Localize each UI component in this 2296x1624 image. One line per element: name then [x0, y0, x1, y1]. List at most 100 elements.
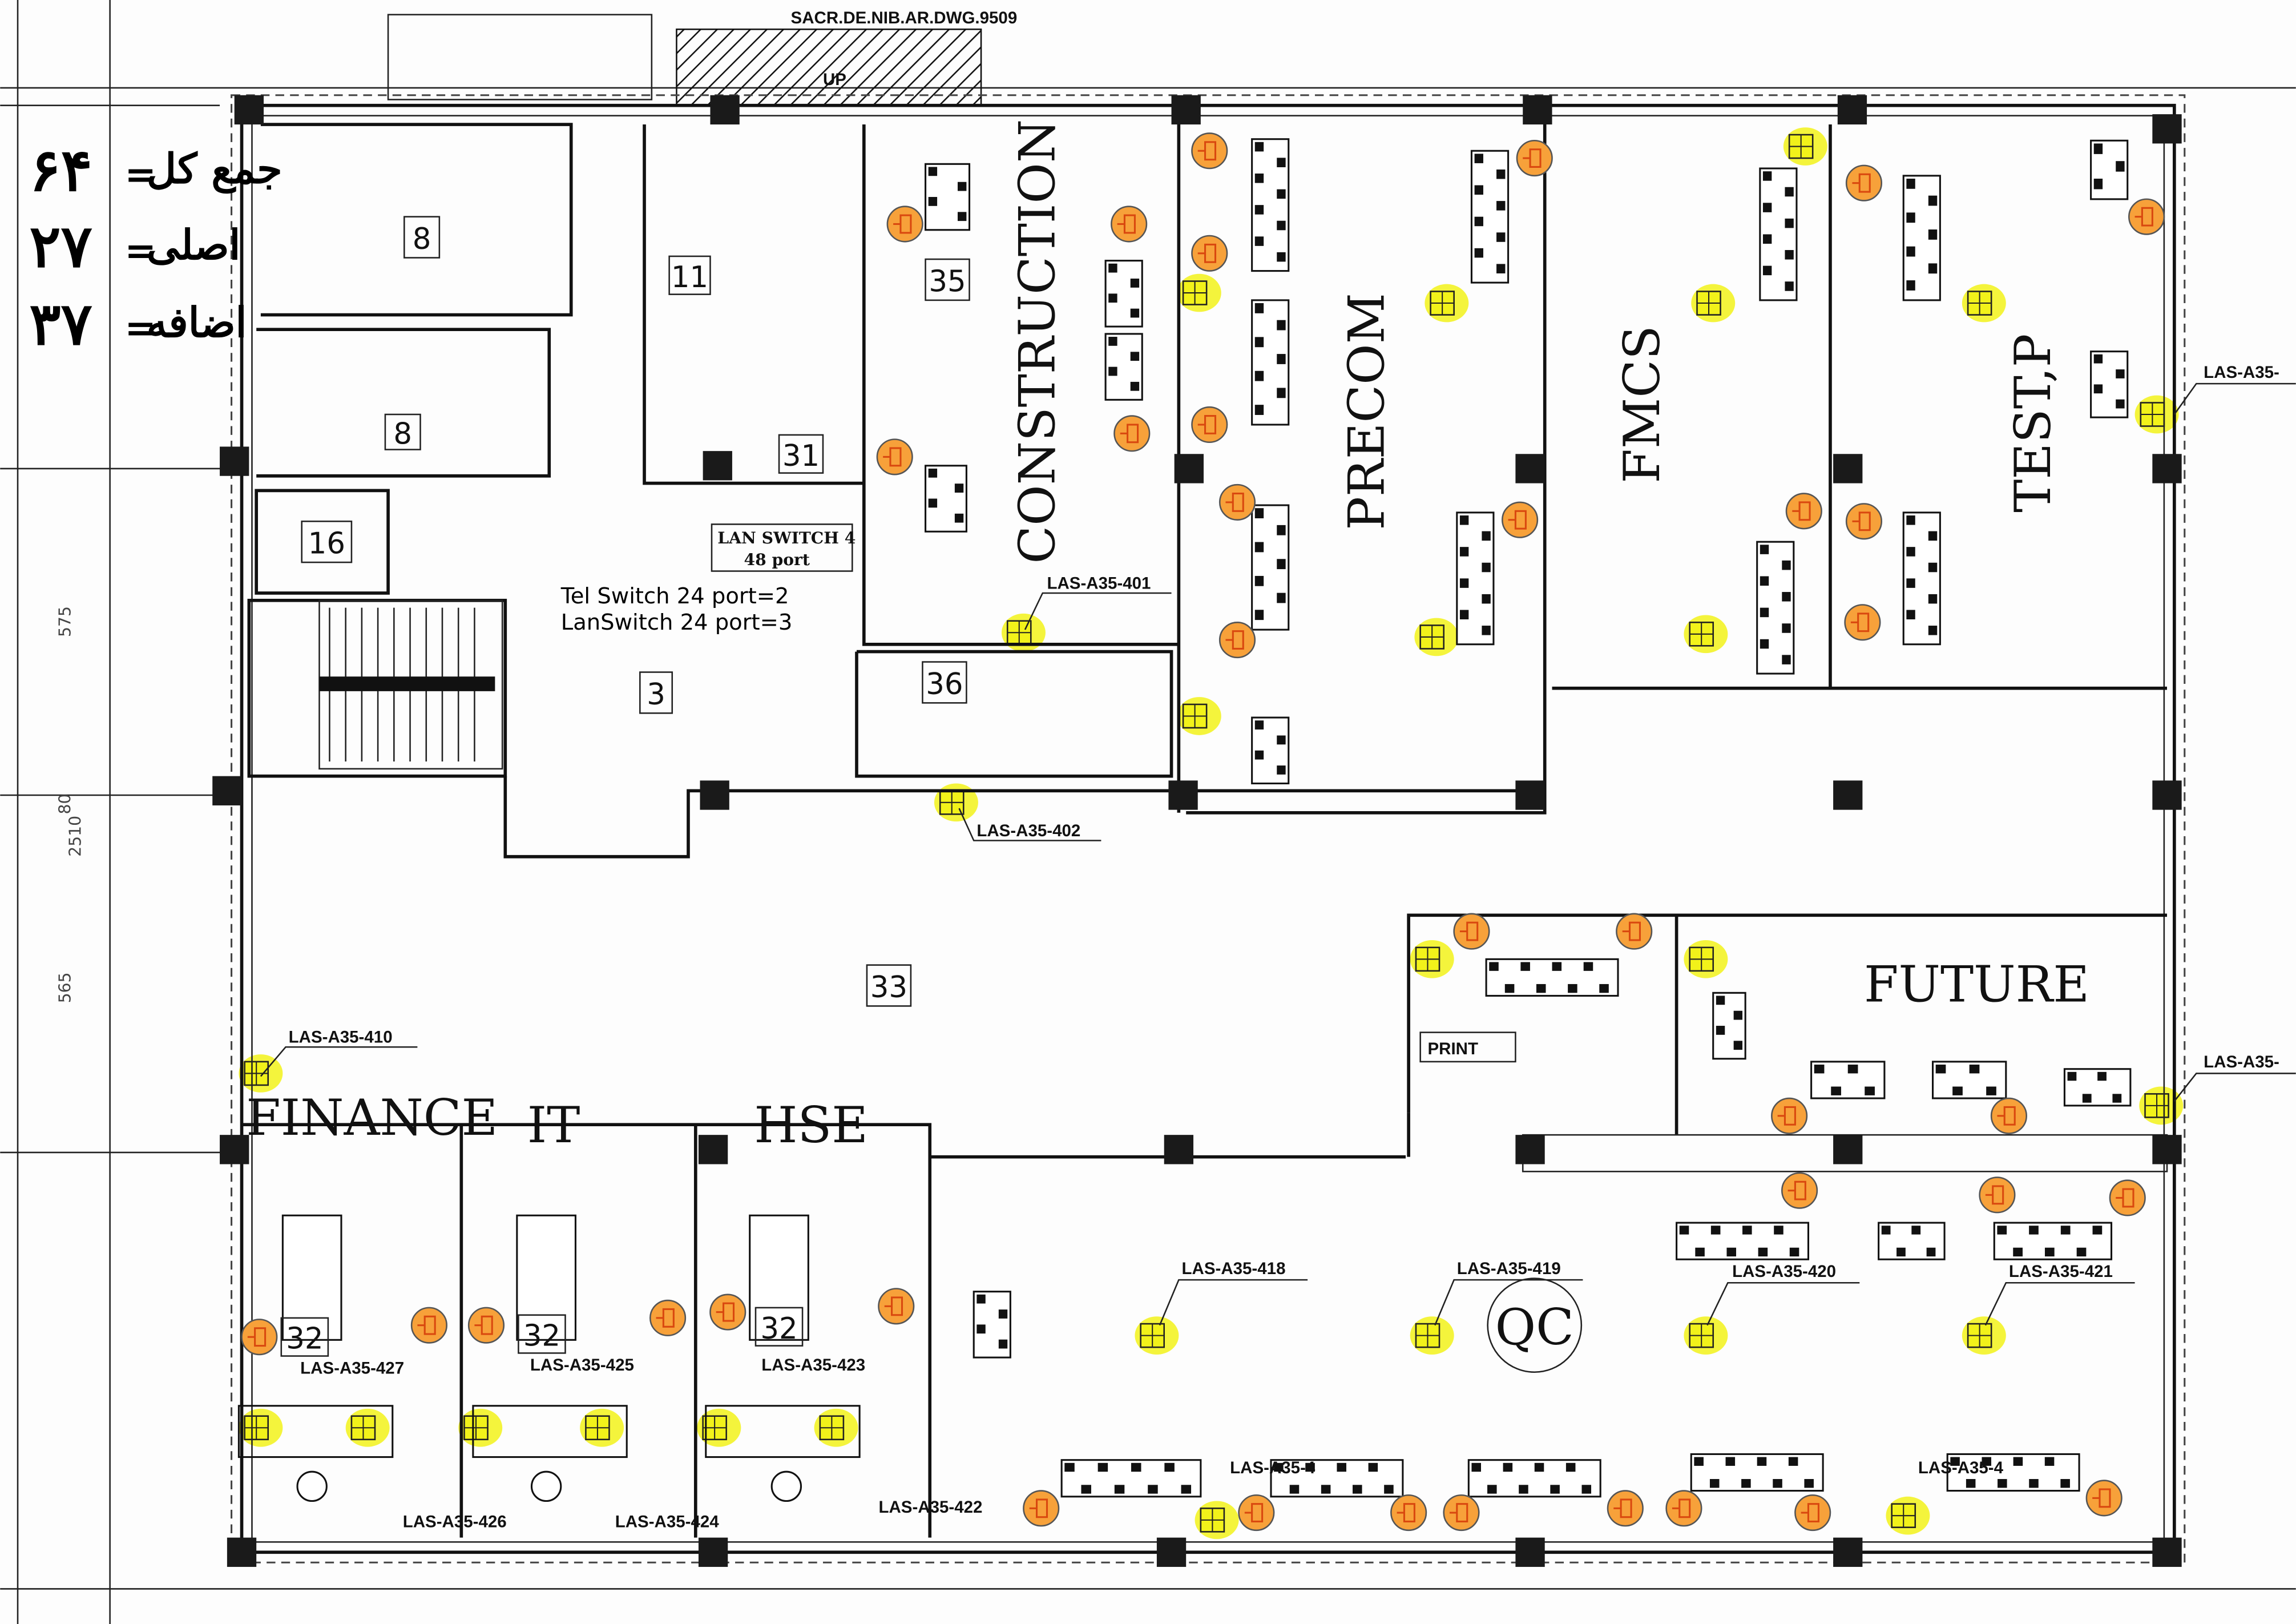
room-names: CONSTRUCTION PRECOM FMCS TEST,P FINANCE … [246, 119, 2089, 1373]
svg-text:16: 16 [308, 527, 345, 561]
existing-outlet-marker [1191, 132, 1228, 170]
existing-outlet-marker [1502, 501, 1539, 538]
added-outlet-marker [2134, 395, 2179, 434]
added-outlet-marker [1425, 284, 1469, 323]
structural-column [698, 1537, 728, 1567]
existing-outlet-marker [1390, 1494, 1427, 1532]
svg-text:LAN SWITCH 4: LAN SWITCH 4 [717, 529, 856, 547]
workstation [1104, 260, 1143, 328]
room-name-qc: QC [1487, 1278, 1583, 1373]
existing-outlet-marker [1785, 493, 1822, 530]
added-outlet-marker [1783, 127, 1827, 166]
legend-main-value: ۲۷ [30, 212, 93, 281]
existing-outlet-marker [1990, 1097, 2028, 1134]
workstation [1712, 992, 1746, 1060]
svg-text:33: 33 [870, 970, 907, 1005]
room-number-36: 36 [922, 661, 967, 704]
added-outlet-marker [2139, 1086, 2184, 1125]
structural-column [1171, 95, 1201, 125]
outlet-label: LAS-A35-422 [878, 1498, 982, 1517]
structural-column [1837, 95, 1867, 125]
existing-outlet-marker [1443, 1494, 1480, 1532]
outlet-label: LAS-A35-402 [976, 821, 1080, 840]
workstation [1251, 299, 1290, 426]
existing-outlet-marker [1218, 483, 1256, 521]
structural-column [1523, 95, 1552, 125]
structural-column [1164, 1135, 1194, 1164]
svg-text:Tel Switch 24 port=2: Tel Switch 24 port=2 [560, 583, 789, 609]
outlet-count-legend: ۶۴ = جمع کل ۲۷ = اصلی ۳۷ = اضافه [30, 136, 283, 358]
svg-text:32: 32 [286, 1322, 323, 1356]
existing-outlet-marker [1781, 1172, 1818, 1209]
added-outlet-marker [1135, 1316, 1179, 1355]
structural-column [2152, 1537, 2182, 1567]
added-outlet-marker [1962, 1316, 2006, 1355]
ramp-up-label: UP [823, 70, 846, 89]
room-number-35: 35 [925, 258, 970, 301]
dimension-label: 80 [55, 793, 74, 814]
added-outlet-marker [1195, 1501, 1239, 1540]
outlet-label: LAS-A35-426 [403, 1513, 507, 1532]
added-outlet-marker [1684, 615, 1728, 654]
structural-column [1833, 454, 1863, 483]
existing-outlet-marker [1238, 1494, 1275, 1532]
outlet-labels: LAS-A35-401 LAS-A35-402 LAS-A35-410 LAS-… [260, 363, 2296, 1532]
legend-total-label: جمع کل [147, 145, 283, 194]
workstation [1932, 1061, 2007, 1099]
existing-outlet-marker [1616, 913, 1653, 950]
workstation [1251, 716, 1290, 785]
workstation [2090, 139, 2129, 200]
legend-main-label: اصلی [147, 221, 241, 269]
room-name-precom: PRECOM [1338, 293, 1396, 530]
existing-outlet-marker [1516, 139, 1553, 177]
existing-outlet-marker [878, 1288, 915, 1325]
dimension-labels: 575 80 2510 565 [55, 606, 84, 1003]
workstation [1878, 1222, 1946, 1260]
structural-column [1515, 780, 1545, 810]
existing-outlet-marker [1794, 1494, 1831, 1532]
added-outlet-marker [1410, 940, 1454, 978]
dimension-label: 575 [55, 606, 74, 637]
svg-text:8: 8 [413, 222, 431, 256]
workstation [2090, 350, 2129, 418]
svg-text:=: = [124, 228, 156, 273]
workstation [1676, 1222, 1810, 1260]
room-number-16: 16 [301, 520, 353, 563]
added-outlet-marker [1684, 940, 1728, 978]
svg-text:48 port: 48 port [744, 550, 809, 569]
room-name-hse: HSE [754, 1096, 867, 1154]
structural-column [1156, 1537, 1187, 1567]
workstation [1485, 958, 1619, 997]
added-outlet-marker [458, 1408, 503, 1447]
workstation [1756, 541, 1795, 675]
structural-columns [212, 95, 2182, 1567]
added-outlet-marker [1684, 1316, 1728, 1355]
meeting-table [705, 1214, 861, 1502]
outlet-label: LAS-A35-4 [1230, 1458, 1316, 1477]
stairs [318, 599, 503, 770]
svg-text:32: 32 [760, 1312, 797, 1346]
structural-column [220, 1135, 249, 1164]
workstation [1251, 504, 1290, 631]
structural-column [227, 1537, 257, 1567]
outlet-label: LAS-A35-418 [1182, 1259, 1286, 1278]
svg-text:3: 3 [647, 678, 665, 712]
outlet-label: LAS-A35-425 [530, 1356, 634, 1375]
workstation [1902, 175, 1941, 301]
existing-outlet-marker [1113, 415, 1151, 452]
workstation-layer [237, 138, 2132, 1502]
room-number-8: 8 [384, 413, 421, 451]
workstation [1456, 511, 1495, 646]
existing-outlet-marker [1111, 205, 1148, 243]
existing-outlet-marker [876, 438, 913, 475]
outlet-label: LAS-A35-420 [1732, 1262, 1836, 1281]
outlet-label: LAS-A35-4 [1918, 1458, 2004, 1477]
svg-text:11: 11 [671, 260, 708, 295]
existing-outlet-marker [1845, 164, 1883, 202]
added-outlet-marker [239, 1054, 283, 1093]
existing-outlet-marker [410, 1307, 447, 1344]
added-outlet-marker [239, 1408, 283, 1447]
ramp: SACR.DE.NIB.AR.DWG.9509 UP [387, 9, 1017, 106]
structural-column [2152, 114, 2182, 144]
